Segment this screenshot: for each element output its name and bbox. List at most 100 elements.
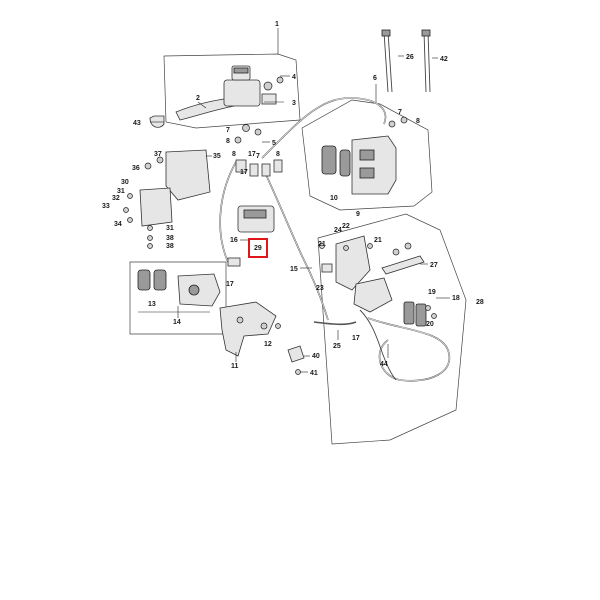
callout-20: 20 xyxy=(426,321,434,328)
clamp-bracket xyxy=(261,93,277,105)
callout-6: 6 xyxy=(373,75,377,82)
rear-brake-pad xyxy=(153,269,167,291)
leader xyxy=(197,101,207,109)
callout-25: 25 xyxy=(333,343,341,350)
callout-38: 38 xyxy=(166,243,174,250)
callouts: 1 2 3 4 5 6 7 7 7 8 8 8 8 9 10 11 12 13 … xyxy=(102,21,484,377)
reservoir-fitting xyxy=(392,248,400,256)
brake-hoses xyxy=(219,97,451,382)
abs-module-cover xyxy=(243,209,267,219)
caliper-bolt xyxy=(400,116,408,124)
pedal-bolt xyxy=(425,305,431,311)
bracket-bolt xyxy=(127,217,133,223)
callout-31: 31 xyxy=(117,188,125,195)
callout-1: 1 xyxy=(275,21,279,28)
callout-17: 17 xyxy=(240,169,248,176)
callout-23: 23 xyxy=(316,285,324,292)
abs-connector xyxy=(227,257,241,267)
callout-38: 38 xyxy=(166,235,174,242)
bracket-bolt xyxy=(367,243,373,249)
hose-lower xyxy=(313,321,357,326)
reservoir-fitting xyxy=(404,242,412,250)
brake-pad xyxy=(339,149,351,177)
leader-lines xyxy=(138,55,450,373)
group-outlines xyxy=(129,28,467,445)
mounting-bracket xyxy=(165,149,211,201)
brake-pad xyxy=(321,145,337,175)
banjo-fitting xyxy=(249,163,259,177)
callout-12: 12 xyxy=(264,341,272,348)
banjo-bolt xyxy=(242,124,250,132)
rear-master-cylinder xyxy=(353,277,393,313)
callout-36: 36 xyxy=(132,165,140,172)
cable-tie xyxy=(423,31,427,93)
bracket-bolt xyxy=(319,243,325,249)
caliper-bracket xyxy=(219,301,277,357)
callout-7: 7 xyxy=(256,153,260,160)
callout-34: 34 xyxy=(114,221,122,228)
callout-3: 3 xyxy=(292,100,296,107)
hose-rear-loop-inner xyxy=(367,317,450,382)
parts xyxy=(123,29,437,381)
callout-2: 2 xyxy=(196,95,200,102)
cable-tie-head xyxy=(421,29,431,37)
hose-joint xyxy=(321,263,333,273)
callout-22: 22 xyxy=(342,223,350,230)
hose-rear-loop xyxy=(367,317,451,382)
bracket-bolt xyxy=(147,243,153,249)
rear-brake-pedal-linkage xyxy=(359,309,397,381)
bracket-plate xyxy=(139,187,173,227)
callout-5: 5 xyxy=(272,140,276,147)
cable-tie xyxy=(387,31,393,93)
front-master-cylinder-body xyxy=(223,79,261,107)
caliper-piston xyxy=(359,149,375,161)
banjo-bolt xyxy=(234,136,242,144)
rear-brake-pad xyxy=(137,269,151,291)
banjo-fitting xyxy=(235,159,247,173)
callout-37: 37 xyxy=(154,151,162,158)
callout-35: 35 xyxy=(213,153,221,160)
cable-tie xyxy=(427,31,431,93)
rear-pad xyxy=(403,301,415,325)
callout-28: 28 xyxy=(476,299,484,306)
callout-21: 21 xyxy=(374,237,382,244)
bracket-bolt xyxy=(156,156,164,164)
hose-front-upper-inner xyxy=(261,97,386,159)
master-cylinder-bolt xyxy=(263,81,273,91)
callout-19: 19 xyxy=(428,289,436,296)
caliper-bolt xyxy=(388,120,396,128)
hose-center-inner xyxy=(261,165,329,321)
callout-8: 8 xyxy=(232,151,236,158)
hose-left-inner xyxy=(219,161,237,263)
hose-guide-clip xyxy=(149,115,165,128)
bracket-bolt xyxy=(123,207,129,213)
pedal-bolt xyxy=(431,313,437,319)
callout-10: 10 xyxy=(330,195,338,202)
bracket-bolt xyxy=(147,235,153,241)
callout-41: 41 xyxy=(310,370,318,377)
callout-17: 17 xyxy=(226,281,234,288)
callout-17: 17 xyxy=(352,335,360,342)
group-caliper-outline xyxy=(301,99,433,211)
callout-33: 33 xyxy=(102,203,110,210)
callout-30: 30 xyxy=(121,179,129,186)
bracket-bolt xyxy=(343,245,349,251)
reservoir-cap xyxy=(233,67,249,74)
bracket-bolt xyxy=(144,162,152,170)
rear-caliper-piston xyxy=(188,284,200,296)
bracket-bolt xyxy=(260,322,268,330)
clamp-bolt xyxy=(287,345,305,363)
callout-21: 21 xyxy=(318,241,326,248)
callout-24: 24 xyxy=(334,227,342,234)
rear-pad xyxy=(415,303,427,327)
callout-13: 13 xyxy=(148,301,156,308)
push-rod xyxy=(381,255,425,275)
bracket-hole xyxy=(236,316,244,324)
callout-14: 14 xyxy=(173,319,181,326)
caliper-piston xyxy=(359,167,375,179)
callout-7: 7 xyxy=(398,109,402,116)
hose-left xyxy=(219,161,237,263)
callout-8: 8 xyxy=(276,151,280,158)
callout-7: 7 xyxy=(226,127,230,134)
